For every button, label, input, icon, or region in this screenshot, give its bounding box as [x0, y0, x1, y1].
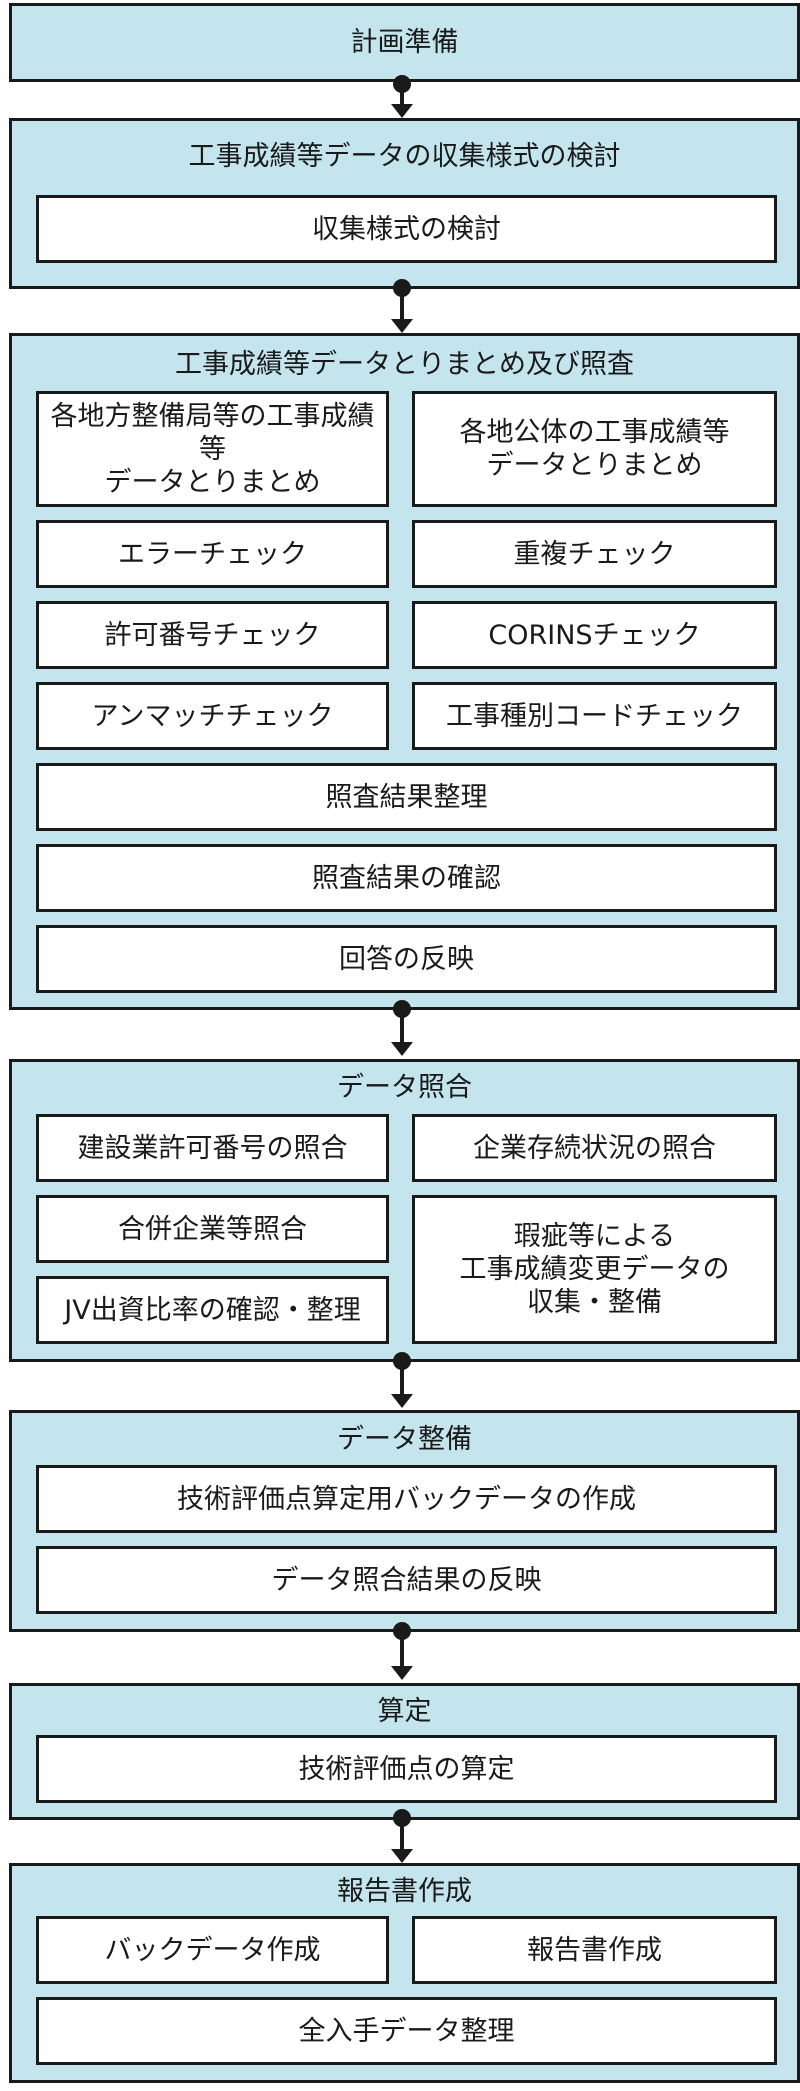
flow-arrow: [391, 1352, 413, 1410]
box-verification-summary: 照査結果整理: [36, 763, 777, 831]
flow-arrow: [391, 1622, 413, 1682]
arrow-head: [391, 1042, 413, 1056]
stage-title: 計画準備: [350, 27, 459, 58]
connector-line: [400, 1631, 404, 1667]
box-error-check: エラーチェック: [36, 520, 389, 588]
arrow-head: [391, 104, 413, 118]
stage-collection-format: 工事成績等データの収集様式の検討 収集様式の検討: [9, 118, 800, 289]
box-back-data: バックデータ作成: [36, 1916, 389, 1984]
stage-title: 算定: [377, 1696, 432, 1727]
stage-title: データ照合: [337, 1072, 472, 1103]
box-organize-all-data: 全入手データ整理: [36, 1997, 777, 2065]
connector-line: [400, 288, 404, 321]
box-verification-confirm: 照査結果の確認: [36, 844, 777, 912]
box-back-data-creation: 技術評価点算定用バックデータの作成: [36, 1465, 777, 1533]
box-regional-bureau-compile: 各地方整備局等の工事成績等 データとりまとめ: [36, 391, 389, 507]
box-report-writing: 報告書作成: [412, 1916, 777, 1984]
box-reflect-matching-results: データ照合結果の反映: [36, 1546, 777, 1614]
arrow-head: [391, 1394, 413, 1408]
stage-title: 工事成績等データとりまとめ及び照査: [175, 349, 634, 380]
connector-line: [400, 1361, 404, 1395]
connector-line: [400, 1009, 404, 1043]
stage-calculation: 算定 技術評価点の算定: [9, 1683, 800, 1820]
flow-arrow: [391, 1809, 413, 1864]
box-corins-check: CORINSチェック: [412, 601, 777, 669]
box-work-type-code-check: 工事種別コードチェック: [412, 682, 777, 750]
stage-compile-verify: 工事成績等データとりまとめ及び照査 各地方整備局等の工事成績等 データとりまとめ…: [9, 333, 800, 1010]
box-reflect-answers: 回答の反映: [36, 925, 777, 993]
arrow-head: [391, 1666, 413, 1680]
box-duplicate-check: 重複チェック: [412, 520, 777, 588]
box-jv-ratio-check: JV出資比率の確認・整理: [36, 1276, 389, 1344]
arrow-head: [391, 1849, 413, 1863]
connector-line: [400, 84, 404, 106]
stage-title: 工事成績等データの収集様式の検討: [188, 141, 621, 172]
box-company-status-matching: 企業存続状況の照合: [412, 1114, 777, 1182]
flow-arrow: [391, 1000, 413, 1058]
stage-data-preparation: データ整備 技術評価点算定用バックデータの作成 データ照合結果の反映: [9, 1410, 800, 1632]
stage-planning: 計画準備: [9, 3, 800, 82]
arrow-head: [391, 319, 413, 333]
box-license-number-matching: 建設業許可番号の照合: [36, 1114, 389, 1182]
box-merged-company-matching: 合併企業等照合: [36, 1195, 389, 1263]
flow-arrow: [391, 75, 413, 120]
box-format-review: 収集様式の検討: [36, 195, 777, 263]
stage-title: データ整備: [337, 1424, 472, 1455]
flow-arrow: [391, 279, 413, 334]
stage-title: 報告書作成: [337, 1876, 472, 1907]
connector-line: [400, 1818, 404, 1850]
stage-report: 報告書作成 バックデータ作成 報告書作成 全入手データ整理: [9, 1863, 800, 2083]
box-defect-score-change-data: 瑕疵等による 工事成績変更データの 収集・整備: [412, 1195, 777, 1344]
box-score-calculation: 技術評価点の算定: [36, 1735, 777, 1803]
box-unmatch-check: アンマッチチェック: [36, 682, 389, 750]
box-local-gov-compile: 各地公体の工事成績等 データとりまとめ: [412, 391, 777, 507]
stage-data-matching: データ照合 建設業許可番号の照合 企業存続状況の照合 合併企業等照合 瑕疵等によ…: [9, 1059, 800, 1362]
box-license-number-check: 許可番号チェック: [36, 601, 389, 669]
